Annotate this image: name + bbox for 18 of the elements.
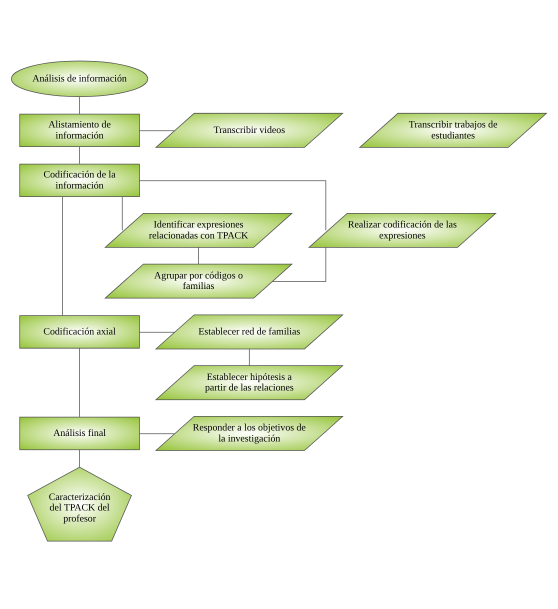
connector [79, 146, 80, 164]
connector [62, 196, 63, 316]
node-box: Análisis final [19, 416, 140, 450]
connector [79, 96, 80, 114]
connector [139, 432, 175, 434]
connector [79, 347, 80, 417]
connector [79, 449, 80, 467]
connector [139, 180, 326, 230]
node-box: Codificación de la información [19, 163, 140, 197]
connector [272, 246, 326, 282]
node-box: Codificación axial [19, 314, 140, 348]
connector [139, 130, 175, 131]
node-ellipse: Análisis de información [11, 60, 148, 97]
node-box: Alistamiento de información [19, 113, 140, 147]
connector [122, 196, 123, 230]
connector [198, 246, 199, 264]
connector [248, 348, 250, 366]
connector [139, 331, 175, 332]
